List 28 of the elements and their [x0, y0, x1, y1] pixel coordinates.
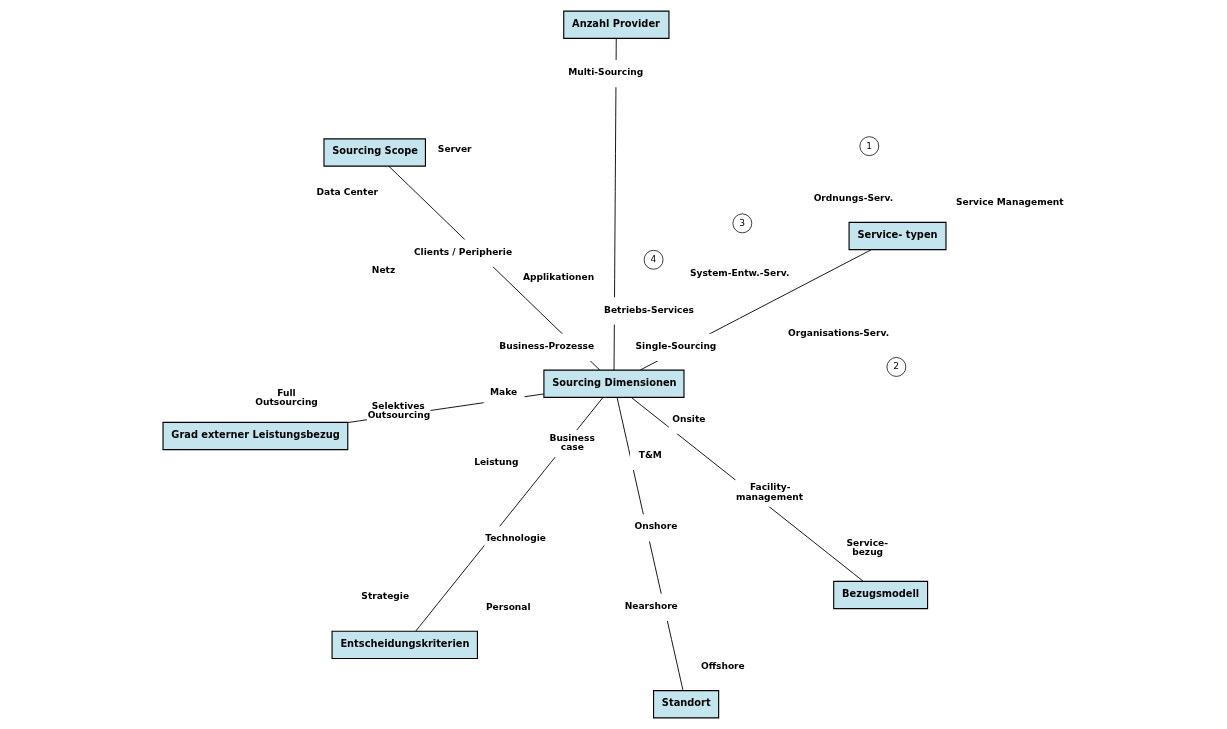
label: Full Outsourcing: [254, 387, 318, 407]
label: Offshore: [700, 661, 745, 672]
label: Organisations-Serv.: [787, 328, 889, 339]
label: Facility- management: [735, 482, 803, 502]
label: Onsite: [671, 413, 705, 424]
label: Make: [489, 386, 517, 397]
label: Applikationen: [522, 272, 594, 283]
label: Business case: [548, 432, 595, 453]
label: Single-Sourcing: [635, 340, 716, 351]
label: Ordnungs-Serv.: [813, 193, 893, 204]
label: Server: [437, 143, 472, 154]
label: Multi-Sourcing: [567, 67, 643, 78]
label: Strategie: [360, 590, 409, 601]
label: Clients / Peripherie: [413, 246, 512, 257]
label: Technologie: [484, 533, 546, 544]
label: Netz: [371, 265, 395, 276]
label: Service Management: [955, 196, 1064, 207]
label: Nearshore: [624, 600, 678, 611]
label: Service- bezug: [846, 538, 888, 558]
label: System-Entw.-Serv.: [689, 268, 789, 279]
label: Onshore: [633, 521, 677, 532]
label: Betriebs-Services: [603, 304, 694, 315]
label: Personal: [485, 601, 531, 612]
label: Business-Prozesse: [498, 340, 594, 351]
label: T&M: [638, 450, 662, 461]
label: Selektives Outsourcing: [367, 400, 430, 420]
label: Leistung: [473, 457, 518, 468]
label: Data Center: [316, 187, 378, 198]
